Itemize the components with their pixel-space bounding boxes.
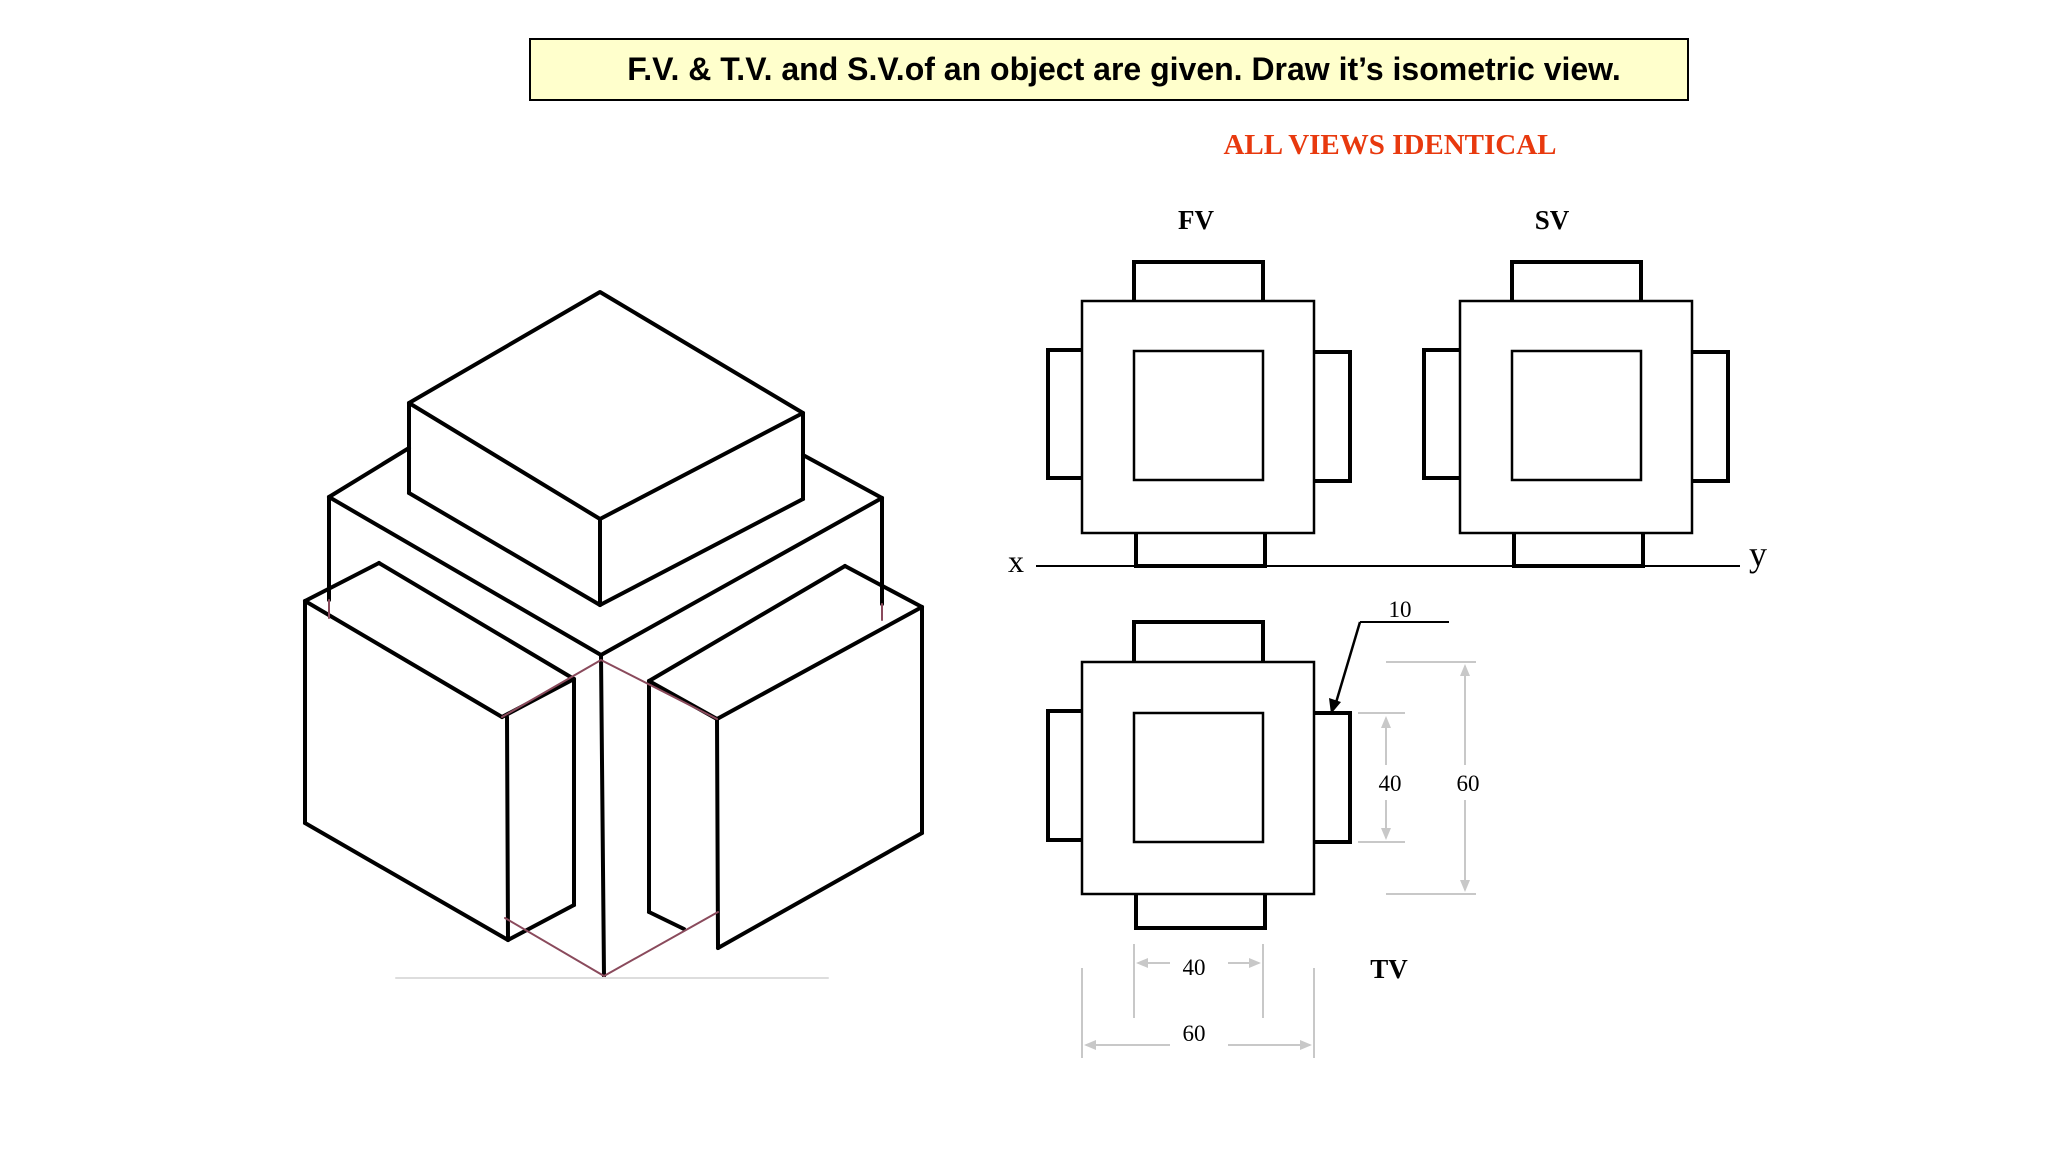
iso-top-block: [407, 290, 805, 607]
side-view: [1422, 260, 1730, 568]
subtitle: ALL VIEWS IDENTICAL: [1223, 129, 1556, 161]
leader-10: 10: [1329, 597, 1449, 714]
leader-10-label: 10: [1389, 597, 1412, 622]
sv-label: SV: [1535, 205, 1570, 235]
top-view: [1046, 620, 1352, 930]
tv-label: TV: [1370, 954, 1408, 984]
iso-left-block: [303, 561, 576, 942]
x-label: x: [1008, 543, 1024, 579]
isometric-view: [303, 290, 924, 979]
iso-main-cube: [327, 446, 884, 978]
y-label: y: [1749, 534, 1767, 574]
fv-label: FV: [1178, 205, 1214, 235]
front-view: [1046, 260, 1352, 568]
iso-hidden-edges: [328, 599, 883, 977]
title-box: F.V. & T.V. and S.V.of an object are giv…: [529, 38, 1689, 101]
dim-outer-height: 60: [1457, 771, 1480, 796]
dim-inner-width: 40: [1183, 955, 1206, 980]
dim-outer-width: 60: [1183, 1021, 1206, 1046]
horizontal-dimensions: [1081, 944, 1315, 1058]
vertical-dimensions: [1358, 661, 1476, 895]
page-title: F.V. & T.V. and S.V.of an object are giv…: [627, 51, 1621, 87]
iso-right-block: [647, 564, 924, 950]
dim-inner-height: 40: [1379, 771, 1402, 796]
